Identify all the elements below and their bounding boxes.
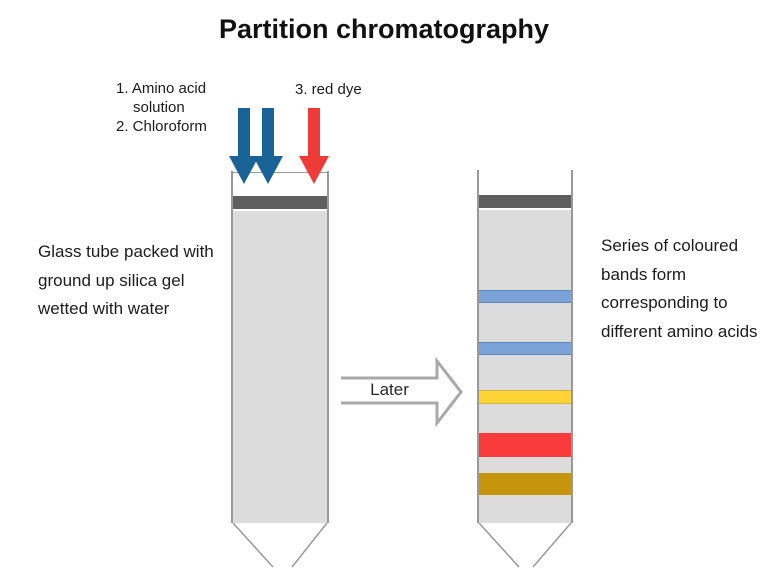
gold-band bbox=[479, 473, 571, 495]
chloroform-arrow-icon bbox=[253, 108, 283, 184]
silica-gel-fill bbox=[479, 210, 571, 523]
diagram-title: Partition chromatography bbox=[218, 14, 550, 44]
right-glass-tube bbox=[477, 170, 573, 523]
blue-band-1 bbox=[479, 290, 571, 303]
yellow-band bbox=[479, 390, 571, 404]
right-tube-funnel bbox=[478, 522, 572, 568]
right-caption-line: bands form bbox=[601, 264, 687, 284]
right-caption-line: Series of coloured bbox=[601, 236, 739, 255]
funnel-line bbox=[232, 522, 274, 568]
right-caption: Series of coloured bands form correspond… bbox=[601, 232, 758, 346]
amino-acid-arrow-icon bbox=[229, 108, 259, 184]
blue-band-2 bbox=[479, 342, 571, 355]
later-arrow-icon bbox=[341, 356, 463, 428]
red-dye-arrow-icon bbox=[299, 108, 329, 184]
silica-gel-fill bbox=[233, 211, 327, 523]
funnel-line bbox=[478, 522, 520, 568]
left-caption: Glass tube packed with ground up silica … bbox=[38, 238, 214, 324]
inputs-list-line3: 2. Chloroform bbox=[116, 118, 207, 135]
red-dye-label: 3. red dye bbox=[295, 81, 362, 98]
left-caption-line: ground up silica gel bbox=[38, 270, 185, 290]
inputs-list-line2: solution bbox=[133, 99, 185, 116]
right-caption-line: corresponding to bbox=[601, 293, 728, 312]
inputs-list-label: 1. Amino acid solution 2. Chloroform bbox=[116, 79, 207, 136]
stopper-band bbox=[479, 195, 571, 208]
inputs-list-line1: 1. Amino acid bbox=[116, 80, 207, 97]
left-glass-tube bbox=[231, 171, 329, 523]
right-tube-bands bbox=[479, 170, 571, 523]
right-caption-line: different amino acids bbox=[601, 321, 758, 341]
left-tube-bands bbox=[233, 171, 327, 523]
funnel-line bbox=[291, 522, 328, 568]
funnel-line bbox=[532, 522, 572, 568]
stopper-band bbox=[233, 196, 327, 209]
later-label: Later bbox=[370, 380, 409, 399]
left-tube-funnel bbox=[232, 522, 328, 568]
left-caption-line: Glass tube packed with bbox=[38, 242, 214, 261]
left-caption-line: wetted with water bbox=[38, 299, 170, 318]
red-band bbox=[479, 433, 571, 457]
